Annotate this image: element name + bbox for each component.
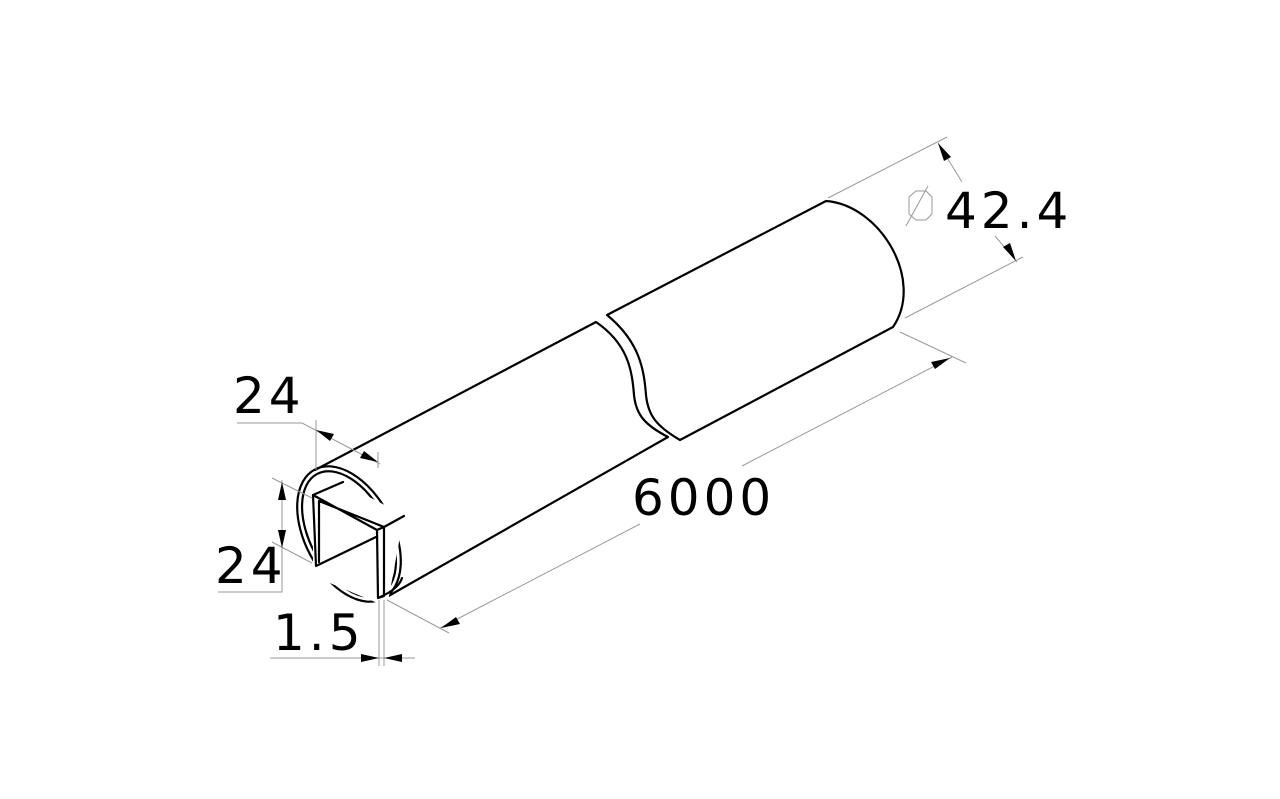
dimension-label-slot-width: 24: [233, 367, 305, 425]
tube-left-section: [313, 320, 670, 600]
dimension-wall-thickness: 1.5: [270, 600, 415, 666]
dimension-label-wall-thickness: 1.5: [273, 604, 365, 662]
diameter-symbol-icon: [905, 185, 933, 227]
dimension-length: 6000: [386, 331, 967, 634]
dimension-label-length: 6000: [632, 469, 775, 527]
dimension-diameter: 42.4: [827, 136, 1072, 319]
dimension-label-slot-depth: 24: [215, 537, 287, 595]
dimension-slot-width: 24: [233, 367, 381, 470]
dimension-label-diameter: 42.4: [945, 182, 1072, 240]
tube-right-section: [605, 199, 905, 442]
dimension-slot-depth: 24: [215, 477, 313, 595]
tube-end-profile: [296, 465, 406, 607]
